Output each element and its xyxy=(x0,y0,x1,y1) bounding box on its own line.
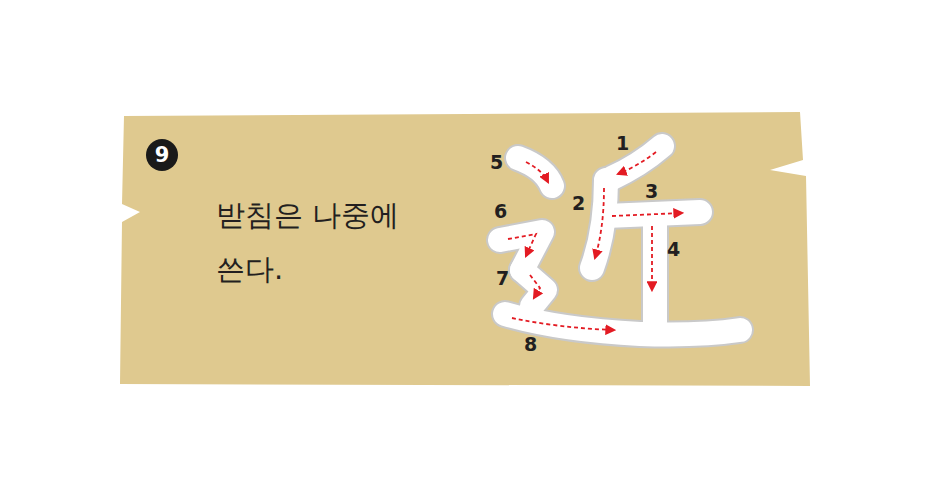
callout-number: 7 xyxy=(496,269,509,288)
callout-number: 6 xyxy=(494,202,507,221)
callout-number: 4 xyxy=(667,240,680,259)
step-number: 9 xyxy=(155,145,170,166)
callout-number: 2 xyxy=(572,194,585,213)
callout-number: 8 xyxy=(524,335,537,354)
stroke-order-arrows xyxy=(508,152,682,330)
callout-number: 5 xyxy=(490,153,503,172)
step-badge: 9 xyxy=(146,139,178,171)
instruction-text: 받침은 나중에 쓴다. xyxy=(216,188,431,296)
callout-number: 1 xyxy=(616,134,629,153)
torn-paper-banner xyxy=(120,112,810,386)
callout-number: 3 xyxy=(645,182,658,201)
character-strokes xyxy=(500,146,740,335)
banner: 받침은 나중에 쓴다. 9 xyxy=(124,116,804,384)
